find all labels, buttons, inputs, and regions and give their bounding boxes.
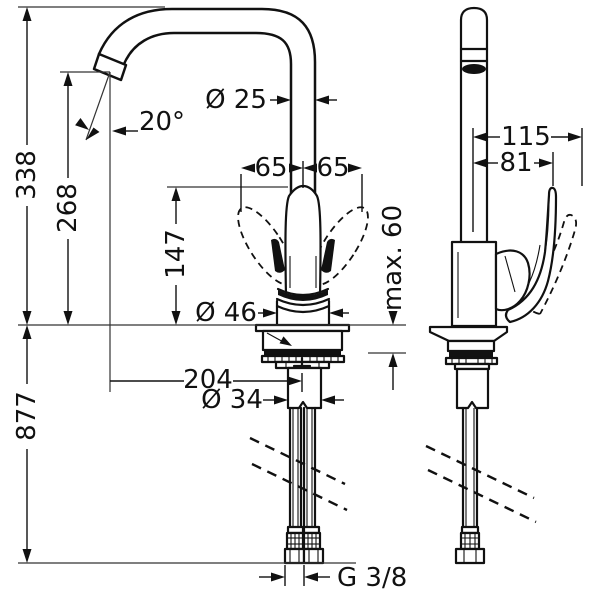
reference-lines: [18, 6, 406, 564]
dim-hose-thread: G 3/8: [259, 563, 407, 593]
dim-handle-swivel: 65 65: [240, 153, 363, 212]
spout-outlet-tip: [92, 52, 128, 82]
dim-side-depth-handle: 81: [473, 148, 554, 186]
dim-body-diameter: Ø 46: [195, 298, 349, 328]
handle-lever: [284, 184, 322, 298]
dim-handle-height: 147: [161, 187, 191, 325]
dim-label-max60: max. 60: [378, 205, 408, 311]
dim-spout-angle: 20°: [112, 107, 185, 137]
dim-label-dia46: Ø 46: [195, 298, 257, 328]
side-shank: [455, 367, 490, 410]
escutcheon-mounting: [254, 323, 351, 376]
side-body: [450, 240, 531, 328]
dim-label-81: 81: [499, 148, 532, 178]
break-line: [249, 436, 346, 486]
hex-fitting: [454, 547, 486, 565]
break-line: [425, 444, 535, 500]
dim-label-147: 147: [161, 229, 191, 279]
dim-label-dia34: Ø 34: [201, 385, 263, 415]
dim-label-338: 338: [12, 150, 42, 200]
mounting-shank: [286, 366, 323, 410]
spout: [92, 7, 317, 195]
side-view: [425, 6, 578, 565]
spout-axis-tilted: [85, 71, 111, 141]
dim-label-g38: G 3/8: [337, 563, 407, 593]
dim-spout-diameter: Ø 25: [205, 85, 337, 115]
supply-hoses: [249, 406, 348, 565]
dim-label-20deg: 20°: [139, 107, 185, 137]
hex-fitting: [283, 547, 306, 565]
dim-label-877: 877: [12, 391, 42, 441]
side-spout-column: [459, 6, 489, 243]
hex-fitting: [302, 547, 325, 565]
dim-spout-height: 268: [53, 72, 83, 325]
dim-side-depth-full: 115: [472, 122, 583, 232]
dim-spout-reach: 204: [110, 365, 303, 395]
side-handle-pivot: [494, 249, 531, 312]
break-line: [427, 468, 537, 524]
dim-total-height: 338: [12, 7, 42, 325]
dim-label-268: 268: [53, 183, 83, 233]
dim-label-115: 115: [501, 122, 551, 152]
dim-shank-diameter: Ø 34: [201, 385, 344, 415]
dim-label-65-right: 65: [316, 153, 349, 183]
dim-label-65-left: 65: [254, 153, 287, 183]
dim-below-counter: 877: [12, 325, 42, 563]
side-escutcheon-mounting: [428, 325, 509, 410]
dim-label-204: 204: [183, 365, 233, 395]
break-line: [251, 462, 348, 512]
side-supply-hose: [425, 406, 537, 565]
dimensions: 338 268 147 877: [12, 7, 583, 593]
base-gasket: [264, 350, 341, 356]
dim-counter-thickness: max. 60: [378, 205, 408, 390]
serrated-washer: [267, 356, 339, 362]
faucet-body: [275, 287, 331, 327]
aerator-outlet: [462, 64, 486, 74]
front-view: [92, 7, 369, 565]
dim-label-dia25: Ø 25: [205, 85, 267, 115]
